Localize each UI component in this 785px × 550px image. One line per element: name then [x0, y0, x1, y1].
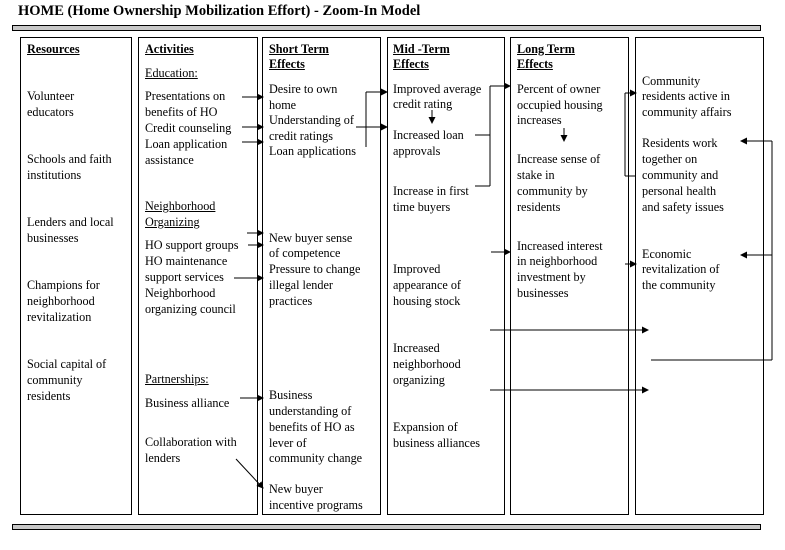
impact-column	[635, 37, 764, 515]
long-term-header: Long Term	[517, 42, 575, 56]
impact-line: and safety issues	[642, 200, 724, 214]
impact-line: Economic	[642, 247, 692, 261]
resource-line: community	[27, 373, 83, 387]
resource-line: Volunteer	[27, 89, 75, 103]
mid-term-line: housing stock	[393, 294, 461, 308]
activity-line: HO maintenance	[145, 254, 228, 268]
short-term-line: understanding of	[269, 404, 352, 418]
short-term-line: credit ratings	[269, 129, 333, 143]
resource-line: businesses	[27, 231, 79, 245]
mid-term-line: organizing	[393, 373, 445, 387]
mid-term-line: Improved	[393, 262, 441, 276]
long-term-line: residents	[517, 200, 561, 214]
activity-line: HO support groups	[145, 238, 239, 252]
short-term-line: incentive programs	[269, 498, 363, 512]
activity-line: organizing council	[145, 302, 236, 316]
short-term-line: Loan applications	[269, 144, 356, 158]
resource-line: Social capital of	[27, 357, 107, 371]
diagram-title: HOME (Home Ownership Mobilization Effort…	[18, 3, 421, 19]
mid-term-line: Expansion of	[393, 420, 458, 434]
resource-line: Lenders and local	[27, 215, 114, 229]
activity-line: Business alliance	[145, 396, 230, 410]
activity-line: support services	[145, 270, 224, 284]
impact-line: the community	[642, 278, 716, 292]
impact-line: Community	[642, 74, 701, 88]
resource-line: Schools and faith	[27, 152, 112, 166]
short-term-line: lever of	[269, 436, 307, 450]
mid-term-line: neighborhood	[393, 357, 461, 371]
mid-term-header: Mid -Term	[393, 42, 450, 56]
short-term-line: Pressure to change	[269, 262, 361, 276]
short-term-header: Effects	[269, 57, 305, 71]
long-term-line: investment by	[517, 270, 586, 284]
resource-line: neighborhood	[27, 294, 95, 308]
mid-term-line: approvals	[393, 144, 441, 158]
activity-line: Presentations on	[145, 89, 226, 103]
activity-line: Collaboration with	[145, 435, 237, 449]
mid-term-line: time buyers	[393, 200, 451, 214]
education-heading: Education:	[145, 66, 198, 80]
impact-line: Residents work	[642, 136, 718, 150]
short-term-line: New buyer	[269, 482, 323, 496]
resource-line: residents	[27, 389, 71, 403]
short-term-line: practices	[269, 294, 313, 308]
long-term-line: occupied housing	[517, 98, 603, 112]
short-term-line: of competence	[269, 246, 341, 260]
neighborhood-heading: Neighborhood	[145, 199, 216, 213]
short-term-line: community change	[269, 451, 363, 465]
resource-line: Champions for	[27, 278, 100, 292]
activity-line: lenders	[145, 451, 181, 465]
short-term-line: benefits of HO as	[269, 420, 355, 434]
impact-line: residents active in	[642, 89, 730, 103]
short-term-line: Desire to own	[269, 82, 338, 96]
activity-line: Neighborhood	[145, 286, 216, 300]
long-term-line: Percent of owner	[517, 82, 601, 96]
short-term-line: home	[269, 98, 297, 112]
short-term-line: New buyer sense	[269, 231, 353, 245]
mid-term-line: Increased	[393, 341, 440, 355]
resources-column	[20, 37, 132, 515]
long-term-header: Effects	[517, 57, 553, 71]
long-term-line: community by	[517, 184, 588, 198]
resource-line: revitalization	[27, 310, 92, 324]
activity-line: Credit counseling	[145, 121, 232, 135]
impact-line: personal health	[642, 184, 717, 198]
activity-line: Loan application	[145, 137, 228, 151]
activities-header: Activities	[145, 42, 194, 56]
resource-line: institutions	[27, 168, 82, 182]
top-rule	[12, 25, 761, 31]
mid-term-header: Effects	[393, 57, 429, 71]
long-term-line: Increased interest	[517, 239, 603, 253]
activity-line: assistance	[145, 153, 194, 167]
mid-term-column	[387, 37, 505, 515]
short-term-line: Business	[269, 388, 313, 402]
impact-line: community and	[642, 168, 719, 182]
partnerships-heading: Partnerships:	[145, 372, 209, 386]
impact-line: together on	[642, 152, 698, 166]
resource-line: educators	[27, 105, 74, 119]
bottom-rule	[12, 524, 761, 530]
short-term-line: Understanding of	[269, 113, 354, 127]
mid-term-line: Improved average	[393, 82, 482, 96]
long-term-column	[510, 37, 629, 515]
long-term-line: in neighborhood	[517, 254, 598, 268]
neighborhood-heading: Organizing	[145, 215, 200, 229]
mid-term-line: appearance of	[393, 278, 461, 292]
long-term-line: increases	[517, 113, 562, 127]
short-term-line: illegal lender	[269, 278, 333, 292]
long-term-line: businesses	[517, 286, 569, 300]
impact-line: community affairs	[642, 105, 732, 119]
mid-term-line: Increased loan	[393, 128, 464, 142]
long-term-line: Increase sense of	[517, 152, 601, 166]
impact-line: revitalization of	[642, 262, 720, 276]
mid-term-line: business alliances	[393, 436, 480, 450]
mid-term-line: credit rating	[393, 97, 453, 111]
resources-header: Resources	[27, 42, 80, 56]
activity-line: benefits of HO	[145, 105, 218, 119]
mid-term-line: Increase in first	[393, 184, 469, 198]
short-term-header: Short Term	[269, 42, 329, 56]
long-term-line: stake in	[517, 168, 555, 182]
